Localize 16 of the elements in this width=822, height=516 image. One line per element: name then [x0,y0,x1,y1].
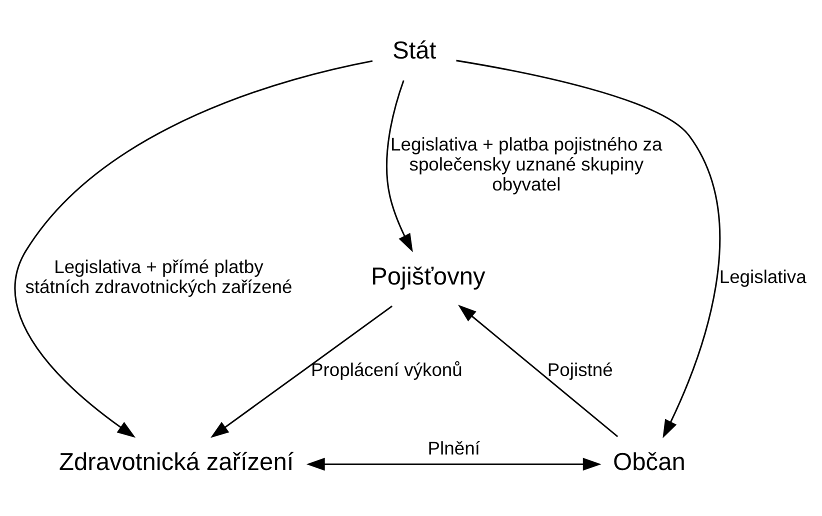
node-text: Stát [392,37,436,64]
edge-label: Pojistné [547,358,613,380]
edge-label: Plnění [428,436,480,458]
arrow [458,304,618,437]
arrow [456,59,721,438]
node-text: Občan [613,448,686,476]
node-text: Zdravotnická zařízení [59,448,294,476]
edge-label: Proplácení výkonů [310,358,462,380]
node-text: Pojišťovny [371,262,486,290]
arrow [14,60,373,438]
edge-label: Legislativa + přímé platby státních zdravotnických zařízené [25,256,292,297]
edge-label: Legislativa + platba pojistného za společensky uznané skupiny obyvatel [390,132,662,194]
edge-label: Legislativa [719,266,806,287]
arrow [386,80,413,252]
arrow [210,305,393,438]
arrow [306,457,602,470]
